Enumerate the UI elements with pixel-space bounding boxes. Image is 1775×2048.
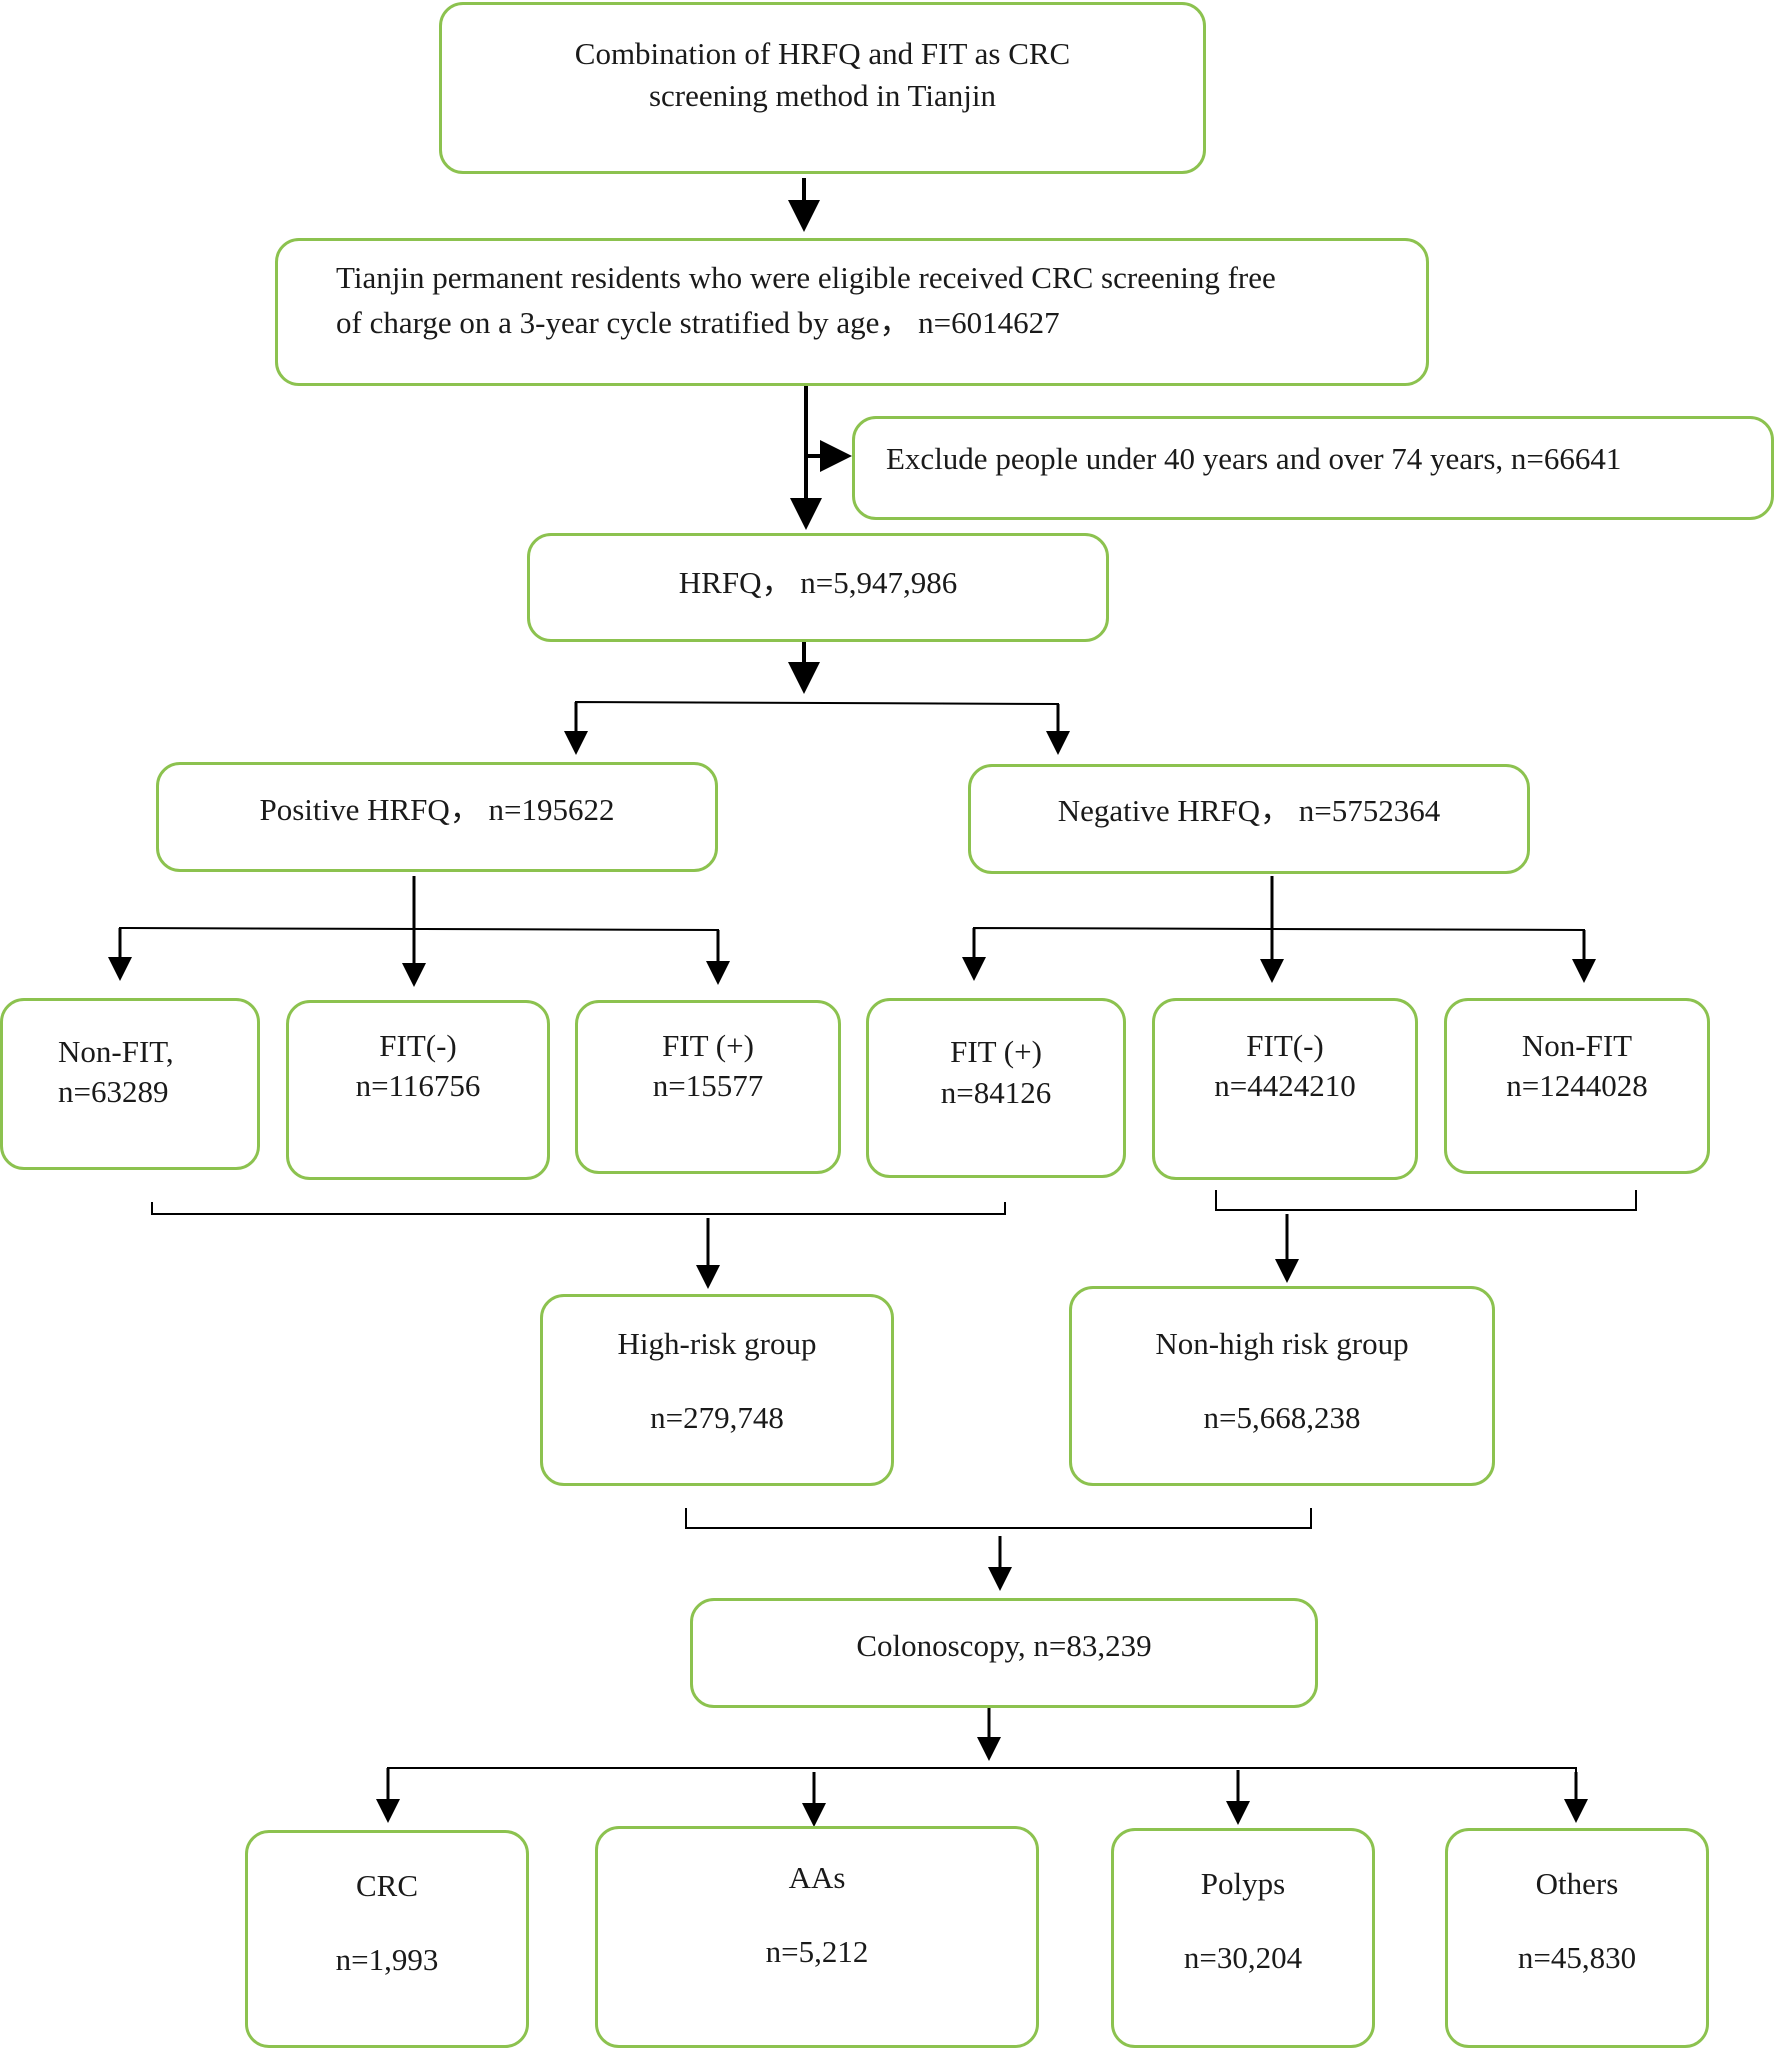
neg-non-fit-line-1: Non-FIT — [1521, 1028, 1633, 1063]
crc-box — [245, 1830, 529, 2048]
crc-n: n=1,993 — [335, 1942, 439, 1977]
aas-label: AAs — [788, 1860, 846, 1895]
neg-fit-pos-line-1: FIT (+) — [950, 1034, 1042, 1069]
negative-hrfq-text: Negative HRFQ， n=5752364 — [1057, 793, 1441, 828]
hrfq-box — [527, 533, 1109, 642]
aas-box — [595, 1826, 1039, 2048]
pos-fit-neg-box — [286, 1000, 550, 1180]
colonoscopy-box — [690, 1598, 1318, 1708]
positive-hrfq-box — [156, 762, 718, 872]
pos-fit-pos-line-2: n=15577 — [652, 1068, 764, 1103]
exclude-box — [852, 416, 1774, 520]
pos-non-fit-line-1: Non-FIT, — [58, 1034, 174, 1069]
non-high-risk-box — [1069, 1286, 1495, 1486]
positive-hrfq-text: Positive HRFQ， n=195622 — [259, 792, 615, 827]
non-high-risk-n: n=5,668,238 — [1203, 1400, 1361, 1435]
neg-fit-neg-box — [1152, 998, 1418, 1180]
non-high-risk-label: Non-high risk group — [1155, 1326, 1409, 1361]
split-positive-children — [119, 926, 719, 958]
colonoscopy-text: Colonoscopy, n=83,239 — [856, 1628, 1152, 1663]
crc-label: CRC — [355, 1868, 419, 1903]
pos-fit-pos-line-1: FIT (+) — [662, 1028, 754, 1063]
high-risk-label: High-risk group — [617, 1326, 817, 1361]
aas-n: n=5,212 — [765, 1934, 869, 1969]
others-n: n=45,830 — [1517, 1940, 1637, 1975]
start-line-1: Combination of HRFQ and FIT as CRC — [574, 36, 1071, 71]
residents-line-1: Tianjin permanent residents who were eli… — [336, 260, 1276, 295]
negative-hrfq-box — [968, 764, 1530, 874]
start-box — [439, 2, 1206, 174]
others-label: Others — [1535, 1866, 1619, 1901]
split-negative-children — [973, 926, 1585, 958]
residents-line-2: of charge on a 3-year cycle stratified b… — [336, 305, 1060, 340]
bracket-high-risk — [151, 1202, 1006, 1215]
polyps-n: n=30,204 — [1183, 1940, 1303, 1975]
split-positive-negative — [575, 700, 1059, 752]
neg-non-fit-box — [1444, 998, 1710, 1174]
bracket-risk-groups — [685, 1508, 1312, 1529]
pos-fit-neg-line-2: n=116756 — [355, 1068, 481, 1103]
others-box — [1445, 1828, 1709, 2048]
start-line-2: screening method in Tianjin — [648, 78, 996, 113]
pos-non-fit-line-2: n=63289 — [58, 1074, 169, 1109]
high-risk-box — [540, 1294, 894, 1486]
high-risk-n: n=279,748 — [650, 1400, 784, 1435]
neg-fit-neg-line-1: FIT(-) — [1246, 1028, 1324, 1063]
polyps-label: Polyps — [1200, 1866, 1286, 1901]
neg-non-fit-line-2: n=1244028 — [1506, 1068, 1648, 1103]
exclude-text: Exclude people under 40 years and over 7… — [886, 441, 1622, 476]
hrfq-text: HRFQ， n=5,947,986 — [678, 565, 958, 600]
residents-box — [275, 238, 1429, 386]
split-outcomes — [387, 1767, 1577, 1788]
pos-fit-neg-line-1: FIT(-) — [379, 1028, 457, 1063]
pos-fit-pos-box — [575, 1000, 841, 1174]
neg-fit-neg-line-2: n=4424210 — [1214, 1068, 1356, 1103]
neg-fit-pos-line-2: n=84126 — [940, 1075, 1052, 1110]
neg-fit-pos-box — [866, 998, 1126, 1178]
pos-non-fit-box — [0, 998, 260, 1170]
polyps-box — [1111, 1828, 1375, 2048]
bracket-non-high-risk — [1215, 1190, 1637, 1211]
